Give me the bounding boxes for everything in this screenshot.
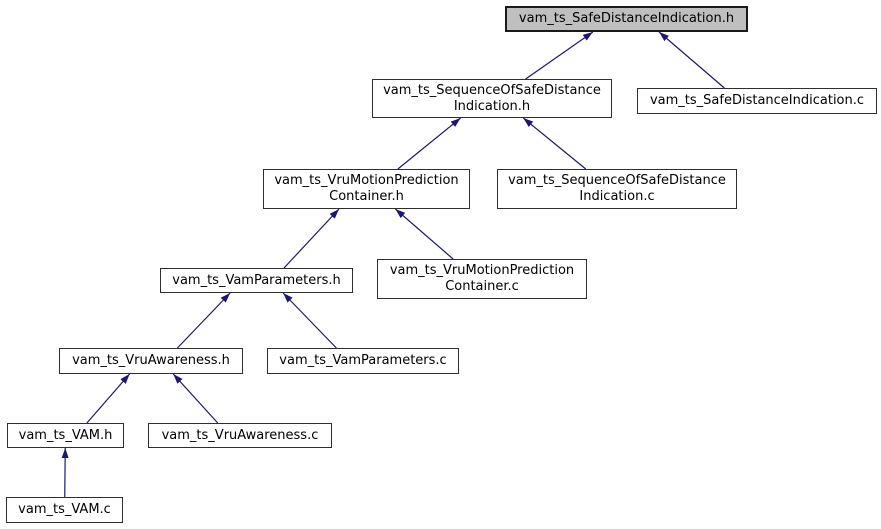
include-edge-seq_h-to-safedist_h bbox=[525, 31, 594, 80]
include-edge-vruaware_c-to-vruaware_h bbox=[172, 373, 219, 424]
graph-node-vamparams_h[interactable]: vam_ts_VamParameters.h bbox=[160, 268, 353, 293]
graph-node-label: vam_ts_VamParameters.h bbox=[172, 272, 341, 288]
graph-node-label: vam_ts_SequenceOfSafeDistance bbox=[508, 173, 726, 188]
include-edge-vruaware_h-to-vamparams_h bbox=[176, 292, 231, 349]
include-edge-safedist_c-to-safedist_h bbox=[658, 31, 725, 89]
graph-node-vam_h[interactable]: vam_ts_VAM.h bbox=[7, 423, 124, 448]
graph-node-safedist_c[interactable]: vam_ts_SafeDistanceIndication.c bbox=[637, 88, 877, 114]
graph-node-label: Indication.c bbox=[579, 189, 655, 204]
include-edge-vrumotion_h-to-seq_h bbox=[397, 117, 462, 170]
graph-node-label: vam_ts_SequenceOfSafeDistance bbox=[383, 82, 601, 98]
graph-node-vam_c[interactable]: vam_ts_VAM.c bbox=[6, 497, 123, 523]
graph-node-label: vam_ts_VruMotionPrediction bbox=[389, 263, 575, 278]
include-edge-vam_h-to-vruaware_h bbox=[86, 373, 131, 424]
graph-node-vruaware_h[interactable]: vam_ts_VruAwareness.h bbox=[59, 348, 243, 374]
graph-node-label: vam_ts_SafeDistanceIndication.c bbox=[649, 93, 865, 108]
graph-node-label: vam_ts_VAM.h bbox=[18, 427, 113, 443]
graph-node-label: Container.c bbox=[445, 279, 519, 294]
include-edge-vam_c-to-vam_h bbox=[61, 447, 69, 498]
graph-node-label: vam_ts_SafeDistanceIndication.h bbox=[518, 11, 735, 26]
graph-node-label: vam_ts_VamParameters.c bbox=[279, 353, 447, 368]
include-edge-vamparams_c-to-vamparams_h bbox=[282, 292, 337, 349]
graph-node-label: vam_ts_VruAwareness.c bbox=[161, 427, 319, 443]
include-edge-vrumotion_c-to-vrumotion_h bbox=[394, 208, 454, 260]
graph-node-label: vam_ts_VruMotionPrediction bbox=[274, 173, 459, 188]
graph-node-safedist_h: vam_ts_SafeDistanceIndication.h bbox=[505, 6, 748, 32]
graph-node-vruaware_c[interactable]: vam_ts_VruAwareness.c bbox=[148, 423, 332, 448]
graph-node-label: Container.h bbox=[329, 189, 404, 204]
graph-node-label: vam_ts_VAM.c bbox=[18, 502, 111, 517]
include-edge-seq_c-to-seq_h bbox=[522, 117, 587, 170]
include-edge-vamparams_h-to-vrumotion_h bbox=[283, 208, 340, 269]
graph-node-vamparams_c[interactable]: vam_ts_VamParameters.c bbox=[267, 348, 459, 374]
graph-node-label: vam_ts_VruAwareness.h bbox=[72, 353, 230, 368]
graph-node-label: Indication.h bbox=[453, 98, 531, 114]
